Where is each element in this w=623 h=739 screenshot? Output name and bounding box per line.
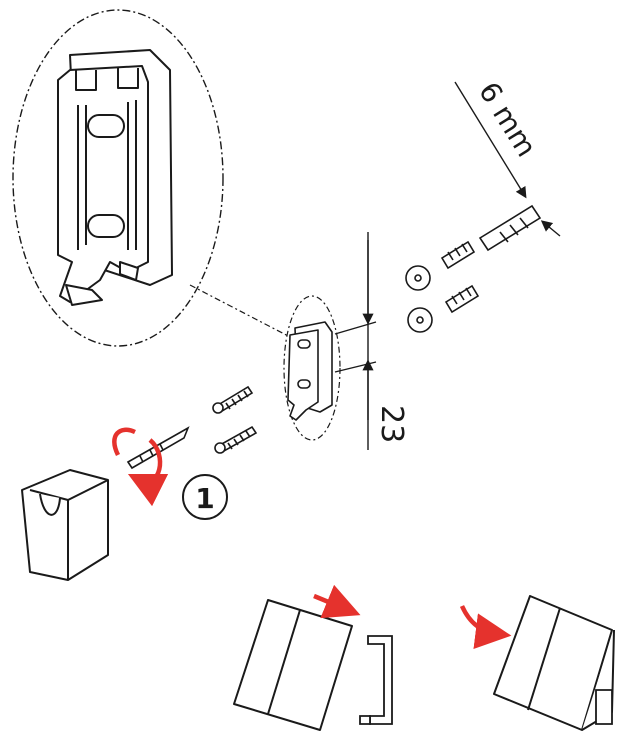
- bracket-side-left: [359, 635, 393, 725]
- drill-diameter-label: 6 mm: [472, 76, 543, 162]
- spacing-label: 23: [374, 405, 409, 443]
- screw-upper: [212, 385, 254, 414]
- shower-holder: [21, 469, 109, 581]
- drill-dimension: [454, 81, 561, 237]
- swing-arrow-icon: [459, 605, 512, 650]
- detail-ellipse: [12, 9, 224, 347]
- washer-upper: [405, 265, 431, 291]
- step-number: 1: [195, 482, 214, 515]
- cover-plate-left: [233, 599, 353, 731]
- step-badge: 1: [182, 474, 228, 520]
- spacing-dimension: [334, 232, 377, 450]
- bracket-side-right: [595, 689, 613, 725]
- bracket-small-ellipse: [283, 295, 341, 441]
- rotation-arrow-icon: [112, 427, 169, 507]
- bracket-detail: [57, 49, 173, 306]
- push-arrow-icon: [313, 584, 361, 619]
- washer-lower: [407, 307, 433, 333]
- bracket-small: [283, 295, 341, 441]
- drill-bit: [478, 204, 542, 252]
- wall-anchor-lower: [444, 284, 480, 314]
- detail-leader-line: [189, 284, 293, 339]
- screw-lower: [214, 425, 258, 454]
- wall-anchor-upper: [440, 240, 476, 270]
- bracket-detail-callout: [12, 9, 293, 347]
